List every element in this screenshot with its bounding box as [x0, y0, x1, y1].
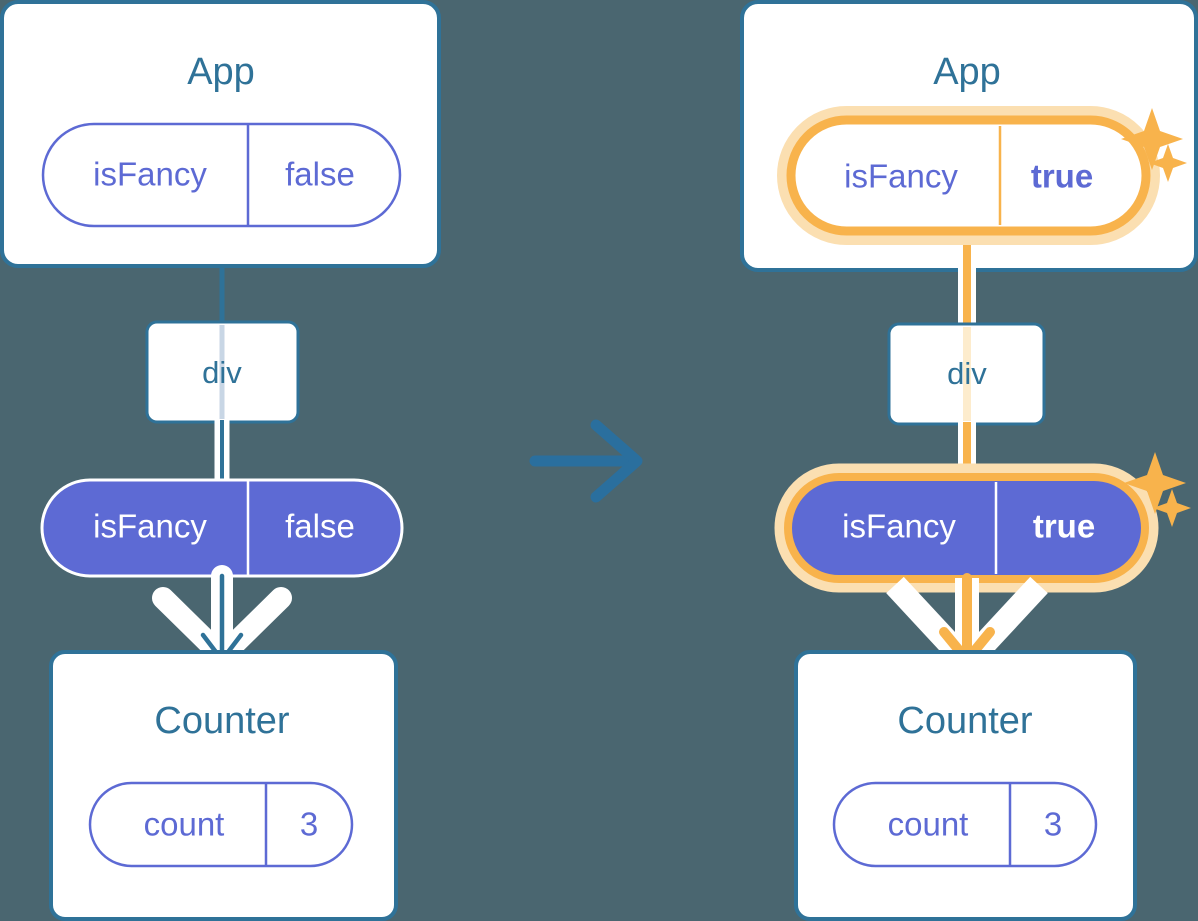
counter-state-pill-value-left: 3 — [300, 806, 318, 843]
sparkle-small-icon-app-right — [1149, 144, 1187, 182]
sparkle-small-icon-prop-right — [1153, 489, 1191, 527]
prop-pill-left: isFancy false — [40, 478, 404, 578]
app-state-pill-value-left: false — [285, 156, 355, 193]
dom-node-div-left: div — [145, 320, 300, 424]
prop-pill-value-right: true — [1033, 508, 1095, 545]
app-state-pill-left: isFancy false — [41, 122, 402, 228]
sparkle-large-icon-prop-right — [1124, 452, 1186, 514]
app-state-pill-value-right: true — [1031, 158, 1093, 195]
prop-pill-value-left: false — [285, 508, 355, 545]
prop-pill-key-right: isFancy — [842, 508, 956, 545]
dom-node-div-label-left: div — [202, 355, 242, 390]
counter-state-pill-key-left: count — [144, 806, 225, 843]
arrow-right-icon — [529, 419, 643, 503]
app-state-pill-right: isFancy true — [777, 106, 1160, 245]
prop-pill-key-left: isFancy — [93, 508, 207, 545]
dom-node-div-right: div — [887, 322, 1046, 426]
counter-state-pill-value-right: 3 — [1044, 806, 1062, 843]
dom-node-div-label-right: div — [947, 356, 987, 391]
app-card-title-left: App — [187, 51, 255, 93]
app-state-pill-key-right: isFancy — [844, 158, 958, 195]
prop-pill-right: isFancy true — [774, 463, 1159, 593]
counter-state-pill-left: count 3 — [88, 781, 354, 868]
counter-state-pill-right: count 3 — [832, 781, 1098, 868]
counter-card-title-left: Counter — [154, 700, 290, 742]
sparkle-large-icon-app-right — [1121, 108, 1183, 170]
counter-state-pill-key-right: count — [888, 806, 969, 843]
counter-card-title-right: Counter — [897, 700, 1033, 742]
app-state-pill-key-left: isFancy — [93, 156, 207, 193]
app-card-title-right: App — [933, 51, 1001, 93]
